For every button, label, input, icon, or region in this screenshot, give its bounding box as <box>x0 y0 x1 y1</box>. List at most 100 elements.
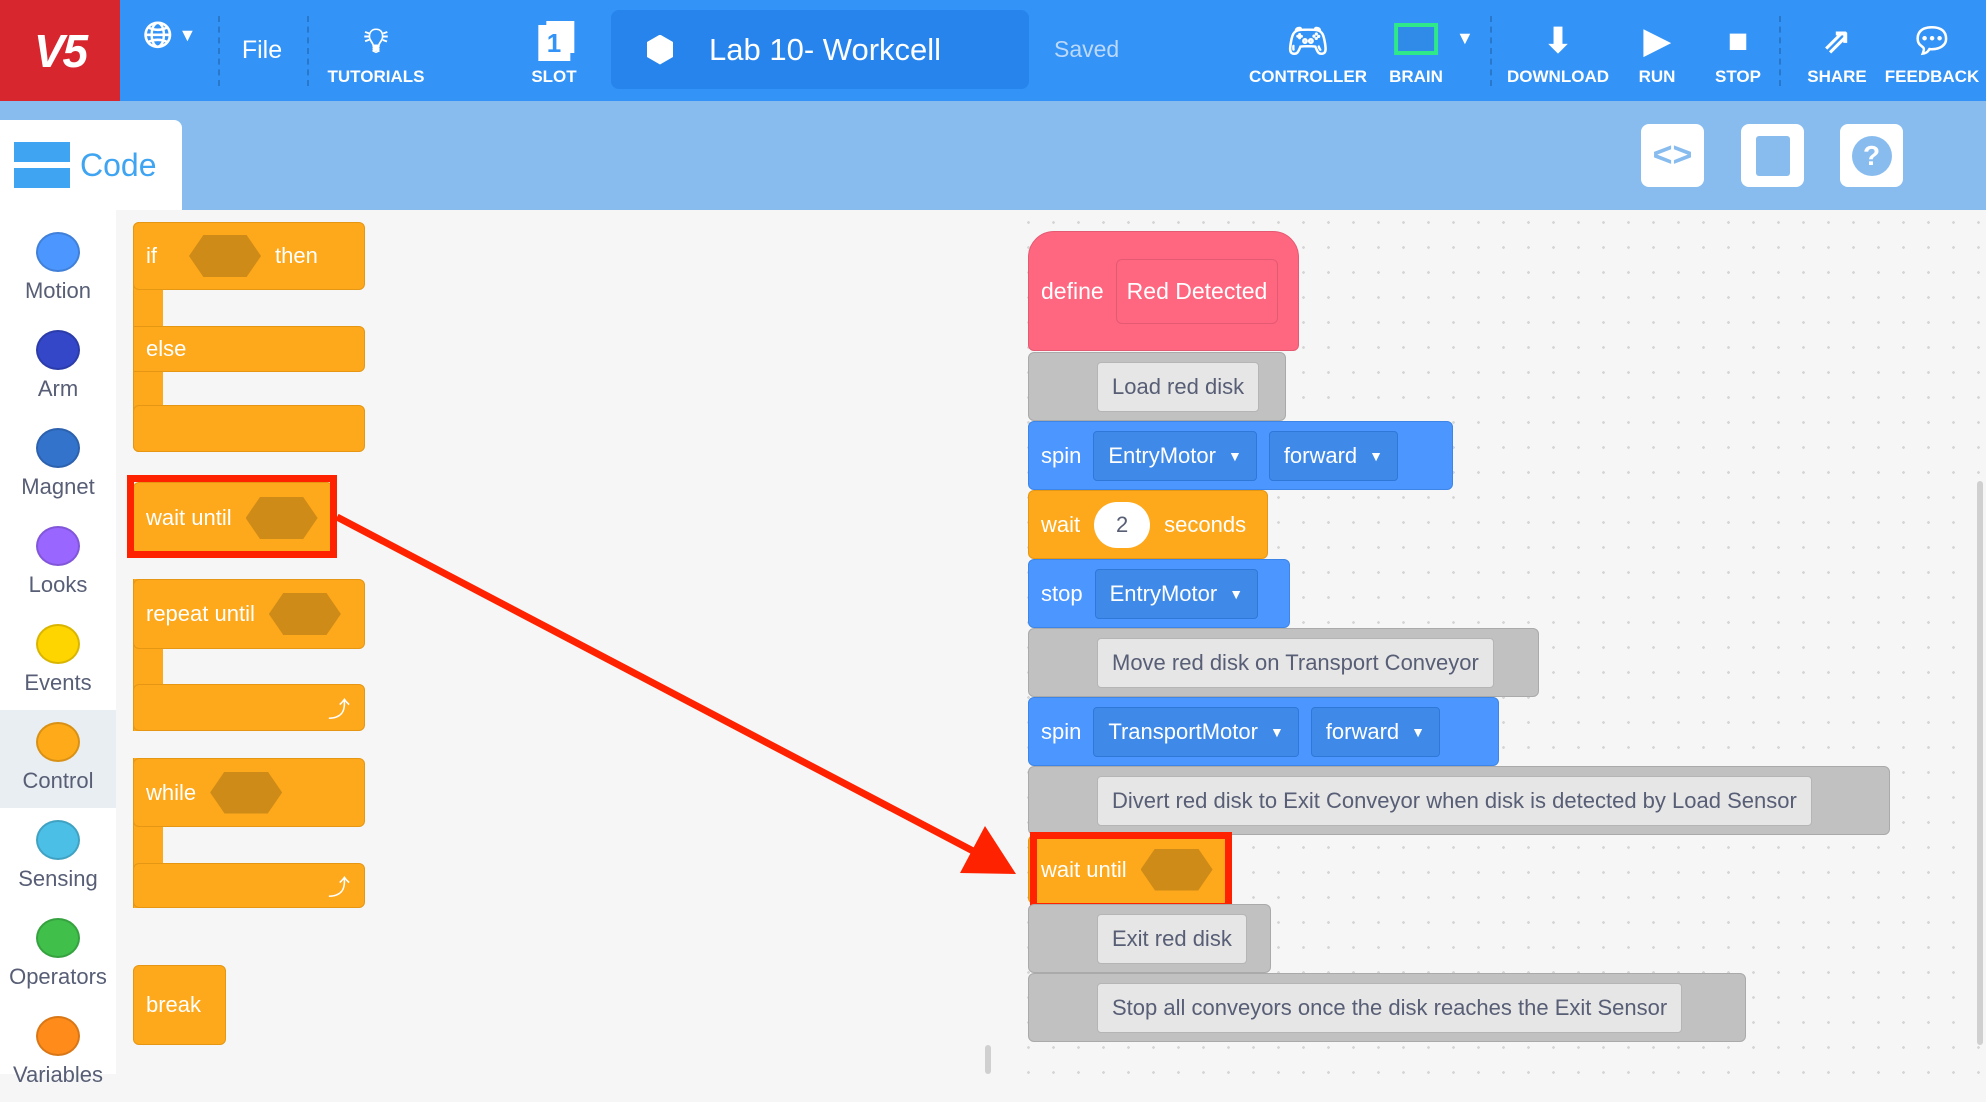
category-dot <box>36 526 80 566</box>
share-icon: ⇗ <box>1822 22 1852 60</box>
language-button[interactable]: 🌐︎▼ <box>144 0 197 101</box>
comment-block[interactable]: Exit red disk <box>1028 904 1271 973</box>
gamepad-icon: 🎮︎ <box>1286 22 1330 60</box>
brain-button[interactable]: BRAIN <box>1389 0 1443 101</box>
motor-dropdown[interactable]: TransportMotor▼ <box>1093 706 1299 757</box>
category-motion[interactable]: Motion <box>0 220 116 318</box>
share-label: SHARE <box>1807 67 1867 86</box>
divider <box>1779 16 1781 86</box>
run-label: RUN <box>1638 67 1676 86</box>
devices-button[interactable] <box>1741 124 1804 187</box>
motor-dropdown[interactable]: EntryMotor▼ <box>1094 568 1259 619</box>
stop-label: stop <box>1041 580 1083 606</box>
define-name-field[interactable]: Red Detected <box>1115 258 1279 324</box>
project-title: Lab 10- Workcell <box>709 31 942 67</box>
wait-block[interactable]: wait 2 seconds <box>1028 490 1268 559</box>
comment-text[interactable]: Exit red disk <box>1097 913 1247 964</box>
comment-text[interactable]: Load red disk <box>1097 361 1260 412</box>
controller-button[interactable]: 🎮︎ CONTROLLER <box>1249 0 1367 101</box>
break-label: break <box>146 992 202 1017</box>
comment-block[interactable]: Load red disk <box>1028 352 1286 421</box>
motor-dropdown[interactable]: EntryMotor▼ <box>1093 430 1257 481</box>
category-label: Magnet <box>21 474 95 499</box>
if-label: if <box>146 243 157 268</box>
condition-slot[interactable] <box>245 497 318 539</box>
condition-slot[interactable] <box>210 771 283 814</box>
seconds-input[interactable]: 2 <box>1094 501 1151 548</box>
category-dot <box>36 722 80 762</box>
feedback-button[interactable]: 💬︎FEEDBACK <box>1885 0 1979 101</box>
comment-block[interactable]: Stop all conveyors once the disk reaches… <box>1028 973 1746 1042</box>
comment-text[interactable]: Divert red disk to Exit Conveyor when di… <box>1097 775 1812 826</box>
wait-until-block[interactable]: wait until <box>133 482 333 554</box>
controller-label: CONTROLLER <box>1248 67 1368 86</box>
category-dot <box>36 232 80 272</box>
condition-slot[interactable] <box>189 235 261 277</box>
chevron-down-icon: ▼ <box>1369 447 1384 464</box>
code-viewer-button[interactable]: <> <box>1641 124 1704 187</box>
code-tab-label: Code <box>80 146 157 183</box>
chevron-down-icon[interactable]: ▼ <box>1456 28 1474 48</box>
category-label: Events <box>24 670 92 695</box>
divider <box>1490 16 1492 86</box>
category-control[interactable]: Control <box>0 710 116 808</box>
project-title-field[interactable]: Lab 10- Workcell <box>611 10 1029 89</box>
direction-dropdown[interactable]: forward▼ <box>1310 706 1441 757</box>
repeat-until-header[interactable]: repeat until <box>133 579 365 649</box>
category-sensing[interactable]: Sensing <box>0 808 116 906</box>
chevron-down-icon: ▼ <box>1227 447 1242 464</box>
vex-logo[interactable]: V5 <box>0 0 120 101</box>
break-block[interactable]: break <box>133 965 226 1045</box>
category-dot <box>36 1016 80 1056</box>
comment-block[interactable]: Move red disk on Transport Conveyor <box>1028 628 1539 697</box>
define-block[interactable]: define Red Detected <box>1028 231 1299 351</box>
comment-block[interactable]: Divert red disk to Exit Conveyor when di… <box>1028 766 1890 835</box>
seconds-label: seconds <box>1164 511 1247 537</box>
while-header[interactable]: while <box>133 758 365 827</box>
loop-arrow-icon: ⤴ <box>327 696 350 722</box>
vertical-scrollbar[interactable] <box>1977 481 1983 1045</box>
run-button[interactable]: ▶RUN <box>1639 0 1676 101</box>
category-events[interactable]: Events <box>0 612 116 710</box>
define-label: define <box>1041 277 1104 304</box>
download-label: DOWNLOAD <box>1507 67 1609 86</box>
help-icon: ? <box>1851 135 1892 176</box>
category-magnet[interactable]: Magnet <box>0 416 116 514</box>
palette-scrollbar[interactable] <box>985 1045 991 1074</box>
arrow-head <box>960 826 1016 874</box>
category-label: Operators <box>9 964 107 989</box>
category-dot <box>36 428 80 468</box>
stop-label: STOP <box>1715 67 1761 86</box>
help-button[interactable]: ? <box>1840 124 1903 187</box>
loop-arrow-icon: ⤴ <box>327 874 350 900</box>
category-looks[interactable]: Looks <box>0 514 116 612</box>
divider <box>307 16 309 86</box>
if-block-footer <box>133 405 365 452</box>
annotation-arrow <box>335 513 1016 874</box>
comment-text[interactable]: Stop all conveyors once the disk reaches… <box>1097 982 1683 1033</box>
file-menu[interactable]: File <box>241 36 283 64</box>
stop-button[interactable]: ■STOP <box>1715 0 1761 101</box>
condition-slot[interactable] <box>1140 848 1213 891</box>
category-dot <box>36 330 80 370</box>
share-button[interactable]: ⇗ SHARE <box>1807 0 1867 101</box>
comment-text[interactable]: Move red disk on Transport Conveyor <box>1097 637 1494 688</box>
category-label: Arm <box>37 376 79 401</box>
category-arm[interactable]: Arm <box>0 318 116 416</box>
category-operators[interactable]: Operators <box>0 906 116 1004</box>
repeat-until-label: repeat until <box>146 601 255 626</box>
stop-motor-block[interactable]: stop EntryMotor▼ <box>1028 559 1290 628</box>
code-blocks-icon <box>14 142 70 188</box>
condition-slot[interactable] <box>268 593 341 635</box>
tab-code[interactable]: Code <box>0 120 182 210</box>
tutorials-button[interactable]: 💡︎TUTORIALS <box>328 0 425 101</box>
chevron-down-icon: ▼ <box>1269 723 1284 740</box>
download-button[interactable]: ⬇DOWNLOAD <box>1507 0 1609 101</box>
wait-label: wait <box>1041 511 1081 537</box>
category-dot <box>36 918 80 958</box>
direction-dropdown[interactable]: forward▼ <box>1268 430 1399 481</box>
